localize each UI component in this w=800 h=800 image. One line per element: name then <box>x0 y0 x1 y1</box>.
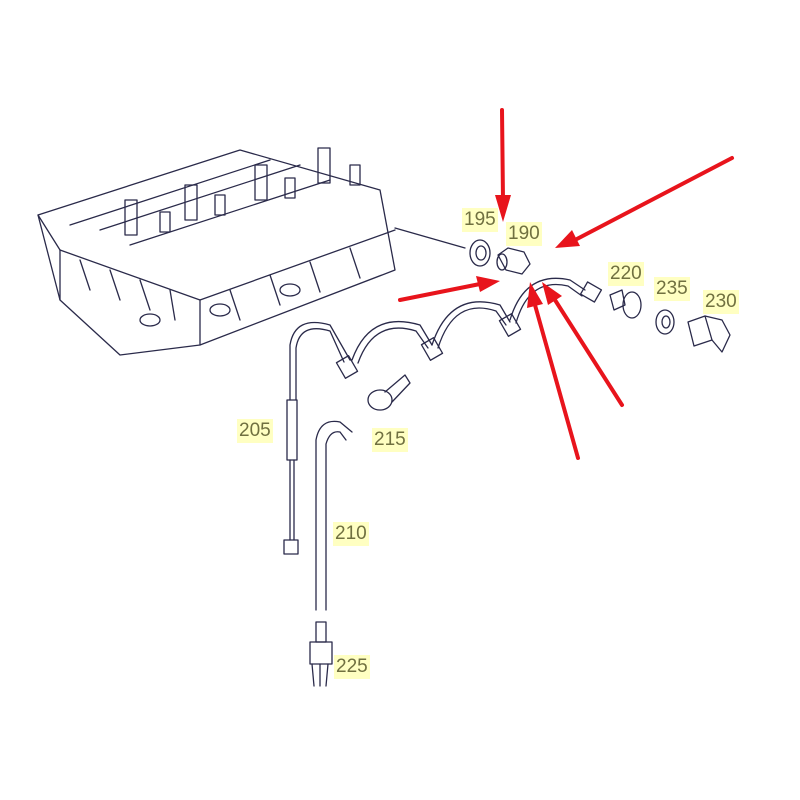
washer-235 <box>655 309 675 335</box>
red-arrows <box>398 108 734 460</box>
label-215: 215 <box>372 428 408 452</box>
label-190: 190 <box>506 222 542 246</box>
bolt-230 <box>687 315 731 353</box>
label-230: 230 <box>703 290 739 314</box>
label-235: 235 <box>654 277 690 301</box>
label-220: 220 <box>608 262 644 286</box>
washer-195 <box>469 239 491 267</box>
nut-190 <box>496 247 531 275</box>
label-195: 195 <box>462 208 498 232</box>
label-210: 210 <box>333 522 369 546</box>
banjo-bolt-220 <box>609 289 642 319</box>
hose-210 <box>315 420 353 611</box>
valve-225 <box>309 621 333 687</box>
label-225: 225 <box>334 655 370 679</box>
banjo-215 <box>367 374 411 411</box>
leak-off-line <box>283 277 603 555</box>
cylinder-head <box>37 147 466 356</box>
label-205: 205 <box>237 419 273 443</box>
